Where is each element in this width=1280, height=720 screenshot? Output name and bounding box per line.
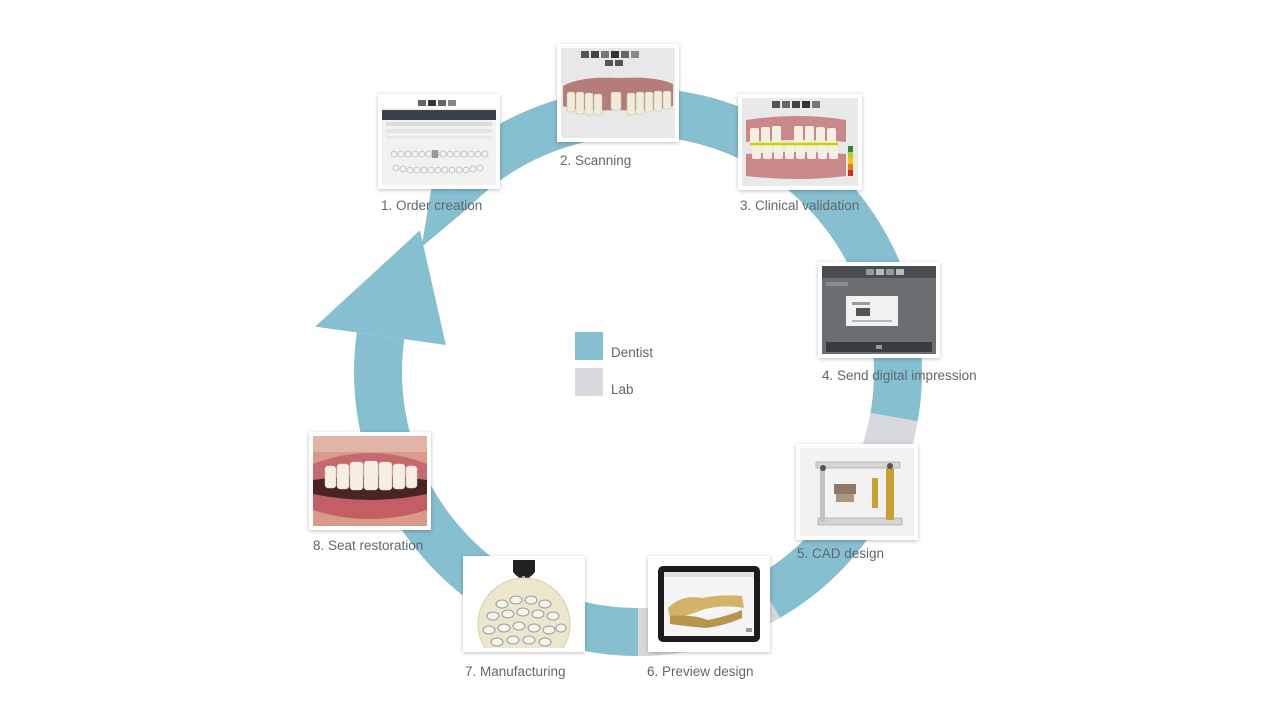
step-3-clinical-validation-image (738, 94, 862, 190)
step-1-caption: 1. Order creation (381, 198, 482, 213)
step-6-caption: 6. Preview design (647, 664, 754, 679)
legend-label-lab: Lab (611, 382, 634, 397)
step-6-preview-design-image (648, 556, 770, 652)
step-2-scanning-image (557, 44, 679, 142)
step-7-caption: 7. Manufacturing (465, 664, 566, 679)
step-4-send-digital-impression-image (818, 262, 940, 358)
ring-arrow-head (315, 230, 446, 345)
step-7-manufacturing-image (463, 556, 585, 652)
step-3-caption: 3. Clinical validation (740, 198, 859, 213)
step-5-caption: 5. CAD design (797, 546, 884, 561)
bite-validation-image-icon (742, 98, 858, 186)
milling-disc-image-icon (467, 560, 581, 648)
step-1-order-creation-image (378, 94, 500, 189)
legend-swatch-dentist (575, 332, 603, 360)
legend-swatch-lab (575, 368, 603, 396)
step-2-caption: 2. Scanning (560, 153, 631, 168)
step-5-cad-design-image (796, 444, 918, 540)
articulator-image-icon (800, 448, 914, 536)
intraoral-scan-image-icon (561, 48, 675, 138)
send-order-dialog-image-icon (822, 266, 936, 354)
step-8-seat-restoration-image (309, 432, 431, 530)
legend-label-dentist: Dentist (611, 345, 653, 360)
tablet-preview-image-icon (652, 560, 766, 648)
step-4-caption: 4. Send digital impression (822, 368, 977, 383)
step-8-caption: 8. Seat restoration (313, 538, 423, 553)
order-form-screenshot-icon (382, 98, 496, 185)
smile-photo-image-icon (313, 436, 427, 526)
